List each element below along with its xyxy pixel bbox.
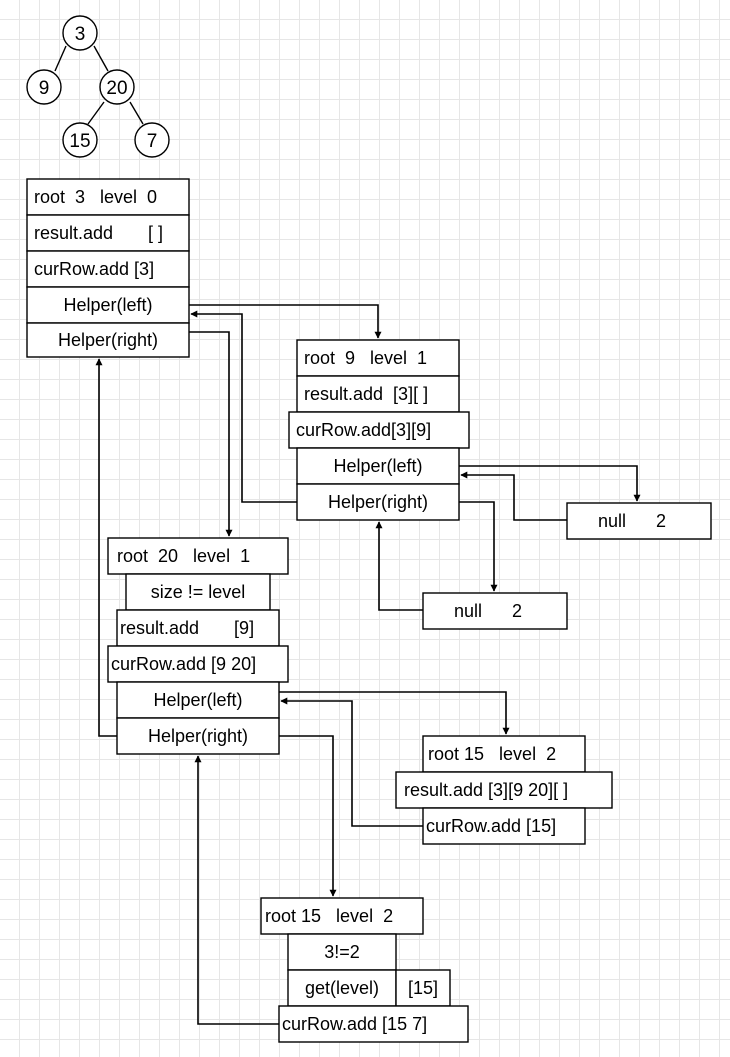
- frame-root-3-helper-left: [26, 286, 190, 324]
- frame-null-left: null 2: [566, 502, 712, 540]
- frame-root-20-helper-right-text: Helper(right): [148, 726, 248, 746]
- frame-root-3-helper-right-text: Helper(right): [58, 330, 158, 350]
- frame-root-15-b-value-text: [15]: [408, 978, 438, 998]
- frame-root-9-helper-left-text: Helper(left): [333, 456, 422, 476]
- frame-root-3-row: [26, 250, 190, 288]
- frame-root-15-b-header-text: root 15 level 2: [265, 906, 393, 926]
- frame-root-15-b-header: [260, 897, 424, 935]
- frame-root-20: root 20 level 1 size != level result.add…: [107, 537, 289, 755]
- frame-null-right-text: null 2: [454, 601, 522, 621]
- frame-root-20-row: [125, 573, 271, 611]
- frame-null-right: null 2: [422, 592, 568, 630]
- arrow-return: [280, 697, 423, 827]
- frame-root-9-header-text: root 9 level 1: [304, 348, 427, 368]
- frame-root-9: root 9 level 1 result.add [3][ ] curRow.…: [288, 339, 470, 521]
- tree-node-left: [26, 69, 62, 105]
- frame-root-9-helper-left: [296, 447, 460, 485]
- frame-root-20-row: [116, 609, 280, 647]
- tree-edge: [87, 101, 105, 125]
- call-arrows: [95, 304, 641, 1025]
- tree-edge: [93, 45, 109, 72]
- tree-node-right-left-label: 15: [69, 131, 90, 152]
- frame-root-15-b-row: [278, 1005, 469, 1043]
- frame-root-15-a-row-text: curRow.add [15]: [426, 816, 556, 836]
- frame-root-3-row: [26, 214, 190, 252]
- frame-root-15-b-row-text: 3!=2: [324, 942, 360, 962]
- frame-root-20-row-text: curRow.add [9 20]: [111, 654, 256, 674]
- frame-root-15-a: root 15 level 2 result.add [3][9 20][ ] …: [395, 735, 613, 845]
- frame-root-15-b-row-text: curRow.add [15 7]: [282, 1014, 427, 1034]
- frame-root-15-a-header: [422, 735, 586, 773]
- frame-root-15-b-get-level: [287, 969, 397, 1007]
- frame-root-20-header-text: root 20 level 1: [117, 546, 250, 566]
- frame-root-3-header-text: root 3 level 0: [34, 187, 157, 207]
- tree-node-right-right: [134, 122, 170, 158]
- arrow-call: [459, 501, 498, 592]
- frame-null-left-box: [566, 502, 712, 540]
- arrow-call: [189, 331, 233, 537]
- frame-root-20-row-text: size != level: [151, 582, 246, 602]
- frame-root-15-b-get-level-text: get(level): [305, 978, 379, 998]
- frame-null-right-box: [422, 592, 568, 630]
- frame-root-9-row-text: result.add [3][ ]: [304, 384, 428, 404]
- arrow-return: [375, 521, 423, 611]
- tree-node-right-label: 20: [106, 78, 127, 99]
- frame-root-15-a-header-text: root 15 level 2: [428, 744, 556, 764]
- frame-root-20-helper-left: [116, 681, 280, 719]
- frame-root-3-helper-left-text: Helper(left): [63, 295, 152, 315]
- frame-root-3-header: [26, 178, 190, 216]
- tree-node-root-label: 3: [75, 24, 86, 45]
- arrow-call: [279, 691, 510, 735]
- arrow-return: [194, 755, 279, 1025]
- frame-root-3-row-text: curRow.add [3]: [34, 259, 154, 279]
- binary-tree: 3 9 20 15 7: [26, 15, 170, 158]
- frame-root-3: root 3 level 0 result.add [ ] curRow.add…: [26, 178, 190, 358]
- tree-node-right-right-label: 7: [147, 131, 158, 152]
- tree-node-right: [99, 69, 135, 105]
- frame-root-20-row-text: result.add [9]: [120, 618, 254, 638]
- frame-null-left-text: null 2: [598, 511, 666, 531]
- frame-root-3-row-text: result.add [ ]: [34, 223, 163, 243]
- arrow-call: [189, 304, 382, 339]
- tree-node-root: [62, 15, 98, 51]
- frame-root-15-a-row: [395, 771, 613, 809]
- frame-root-15-a-row-text: result.add [3][9 20][ ]: [404, 780, 568, 800]
- tree-node-left-label: 9: [39, 78, 50, 99]
- frame-root-15-a-row: [422, 807, 586, 845]
- frame-root-3-helper-right: [26, 322, 190, 358]
- tree-edge: [54, 45, 67, 72]
- frame-root-15-b-row: [287, 933, 397, 971]
- frame-root-20-helper-left-text: Helper(left): [153, 690, 242, 710]
- tree-node-right-left: [62, 122, 98, 158]
- frame-root-9-row-text: curRow.add[3][9]: [296, 420, 431, 440]
- frame-root-9-helper-right-text: Helper(right): [328, 492, 428, 512]
- arrow-return: [95, 358, 117, 737]
- frame-root-15-b: root 15 level 2 3!=2 get(level) [15] cur…: [260, 897, 469, 1043]
- tree-edge: [129, 101, 144, 125]
- arrow-call: [279, 735, 337, 897]
- frame-root-9-row: [288, 411, 470, 449]
- arrow-return: [460, 471, 567, 521]
- arrow-call: [459, 465, 641, 502]
- arrow-return: [190, 310, 297, 503]
- frame-root-20-header: [107, 537, 289, 575]
